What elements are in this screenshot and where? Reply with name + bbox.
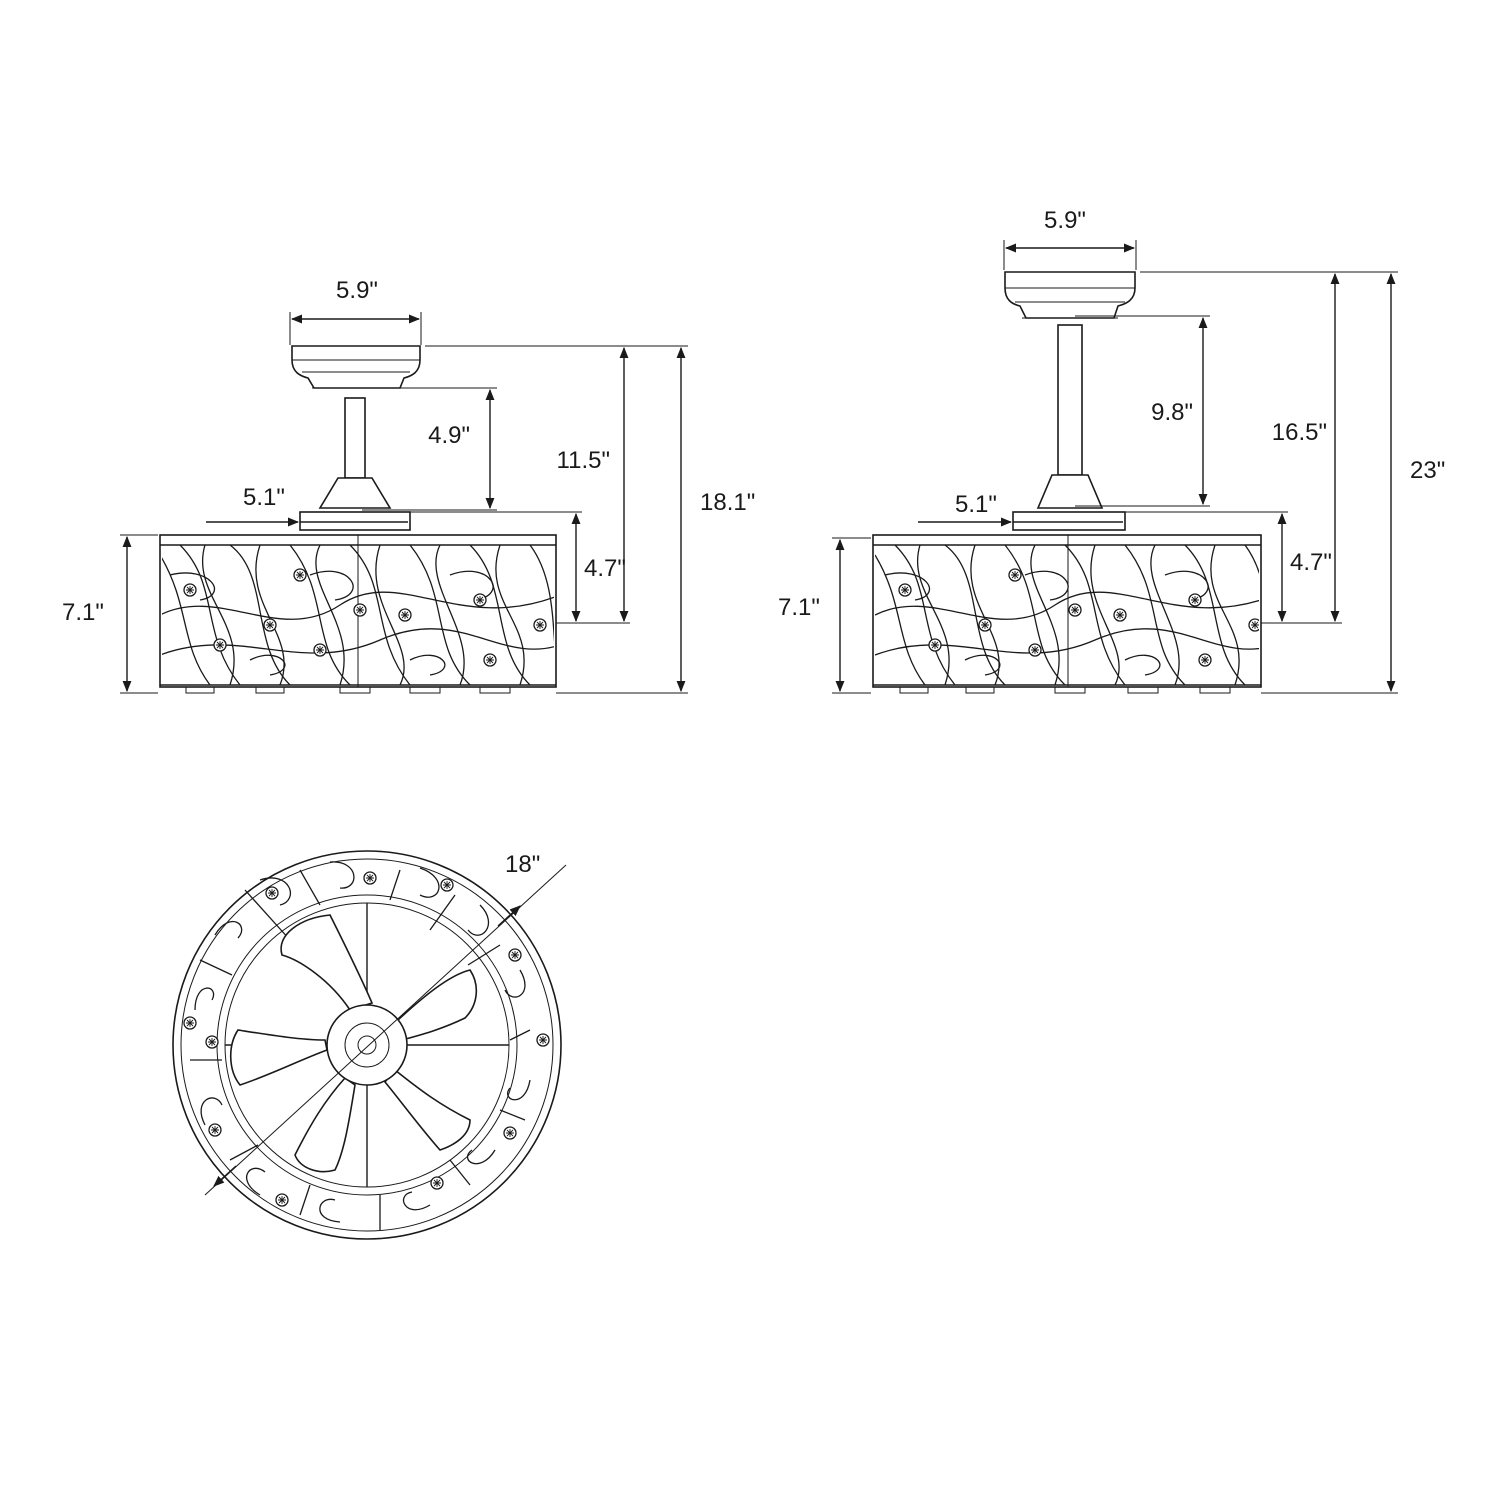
- label-canopy-width: 5.9": [1044, 207, 1086, 234]
- label-cage-height: 7.1": [62, 599, 104, 626]
- dim-housing-width: 5.1": [918, 491, 1126, 528]
- label-housing-width: 5.1": [243, 484, 285, 511]
- coupler: [1036, 474, 1104, 509]
- fan-blades: [229, 914, 478, 1173]
- dim-canopy-width: 5.9": [1003, 207, 1137, 270]
- label-canopy-width: 5.9": [336, 277, 378, 304]
- dim-cage-height: 7.1": [778, 537, 871, 694]
- motor-housing: [299, 511, 411, 531]
- label-diameter: 18": [505, 851, 540, 878]
- label-canopy-to-housing: 11.5": [557, 447, 610, 474]
- canopy: [291, 345, 421, 389]
- dim-canopy-to-housing: 16.5": [1140, 271, 1398, 624]
- dim-canopy-to-housing: 11.5": [425, 345, 688, 624]
- label-total-height: 18.1": [700, 489, 755, 516]
- dim-diameter: 18": [204, 851, 567, 1196]
- long-downrod-elevation: 5.9" 9.8" 16.5" 23" 5.1": [778, 207, 1445, 694]
- dim-total-height: 23": [1261, 272, 1445, 694]
- label-downrod-length: 9.8": [1151, 399, 1193, 426]
- dim-cage-height: 7.1": [62, 534, 158, 694]
- dim-total-height: 18.1": [556, 346, 755, 694]
- label-housing-height: 4.7": [1290, 549, 1332, 576]
- dim-housing-width: 5.1": [206, 484, 411, 528]
- downrod: [344, 397, 366, 479]
- dim-downrod-length: 9.8": [1075, 315, 1210, 507]
- label-housing-width: 5.1": [955, 491, 997, 518]
- label-downrod-length: 4.9": [428, 422, 470, 449]
- cage: [872, 534, 1262, 694]
- dim-housing-height: 4.7": [410, 511, 626, 623]
- cage: [159, 534, 557, 694]
- short-downrod-elevation: 5.9" 4.9" 11.5" 18.1" 5.1": [62, 277, 755, 694]
- label-housing-height: 4.7": [584, 555, 626, 582]
- coupler: [318, 477, 392, 509]
- label-cage-height: 7.1": [778, 594, 820, 621]
- dim-downrod-length: 4.9": [362, 387, 497, 511]
- canopy: [1004, 271, 1136, 319]
- dim-housing-height: 4.7": [1125, 511, 1332, 623]
- downrod: [1057, 324, 1083, 476]
- ring-pattern: [190, 861, 531, 1230]
- dim-canopy-width: 5.9": [289, 277, 422, 345]
- label-total-height: 23": [1410, 457, 1445, 484]
- bottom-view: 18": [172, 850, 567, 1240]
- motor-housing: [1012, 511, 1126, 531]
- label-canopy-to-housing: 16.5": [1272, 419, 1327, 446]
